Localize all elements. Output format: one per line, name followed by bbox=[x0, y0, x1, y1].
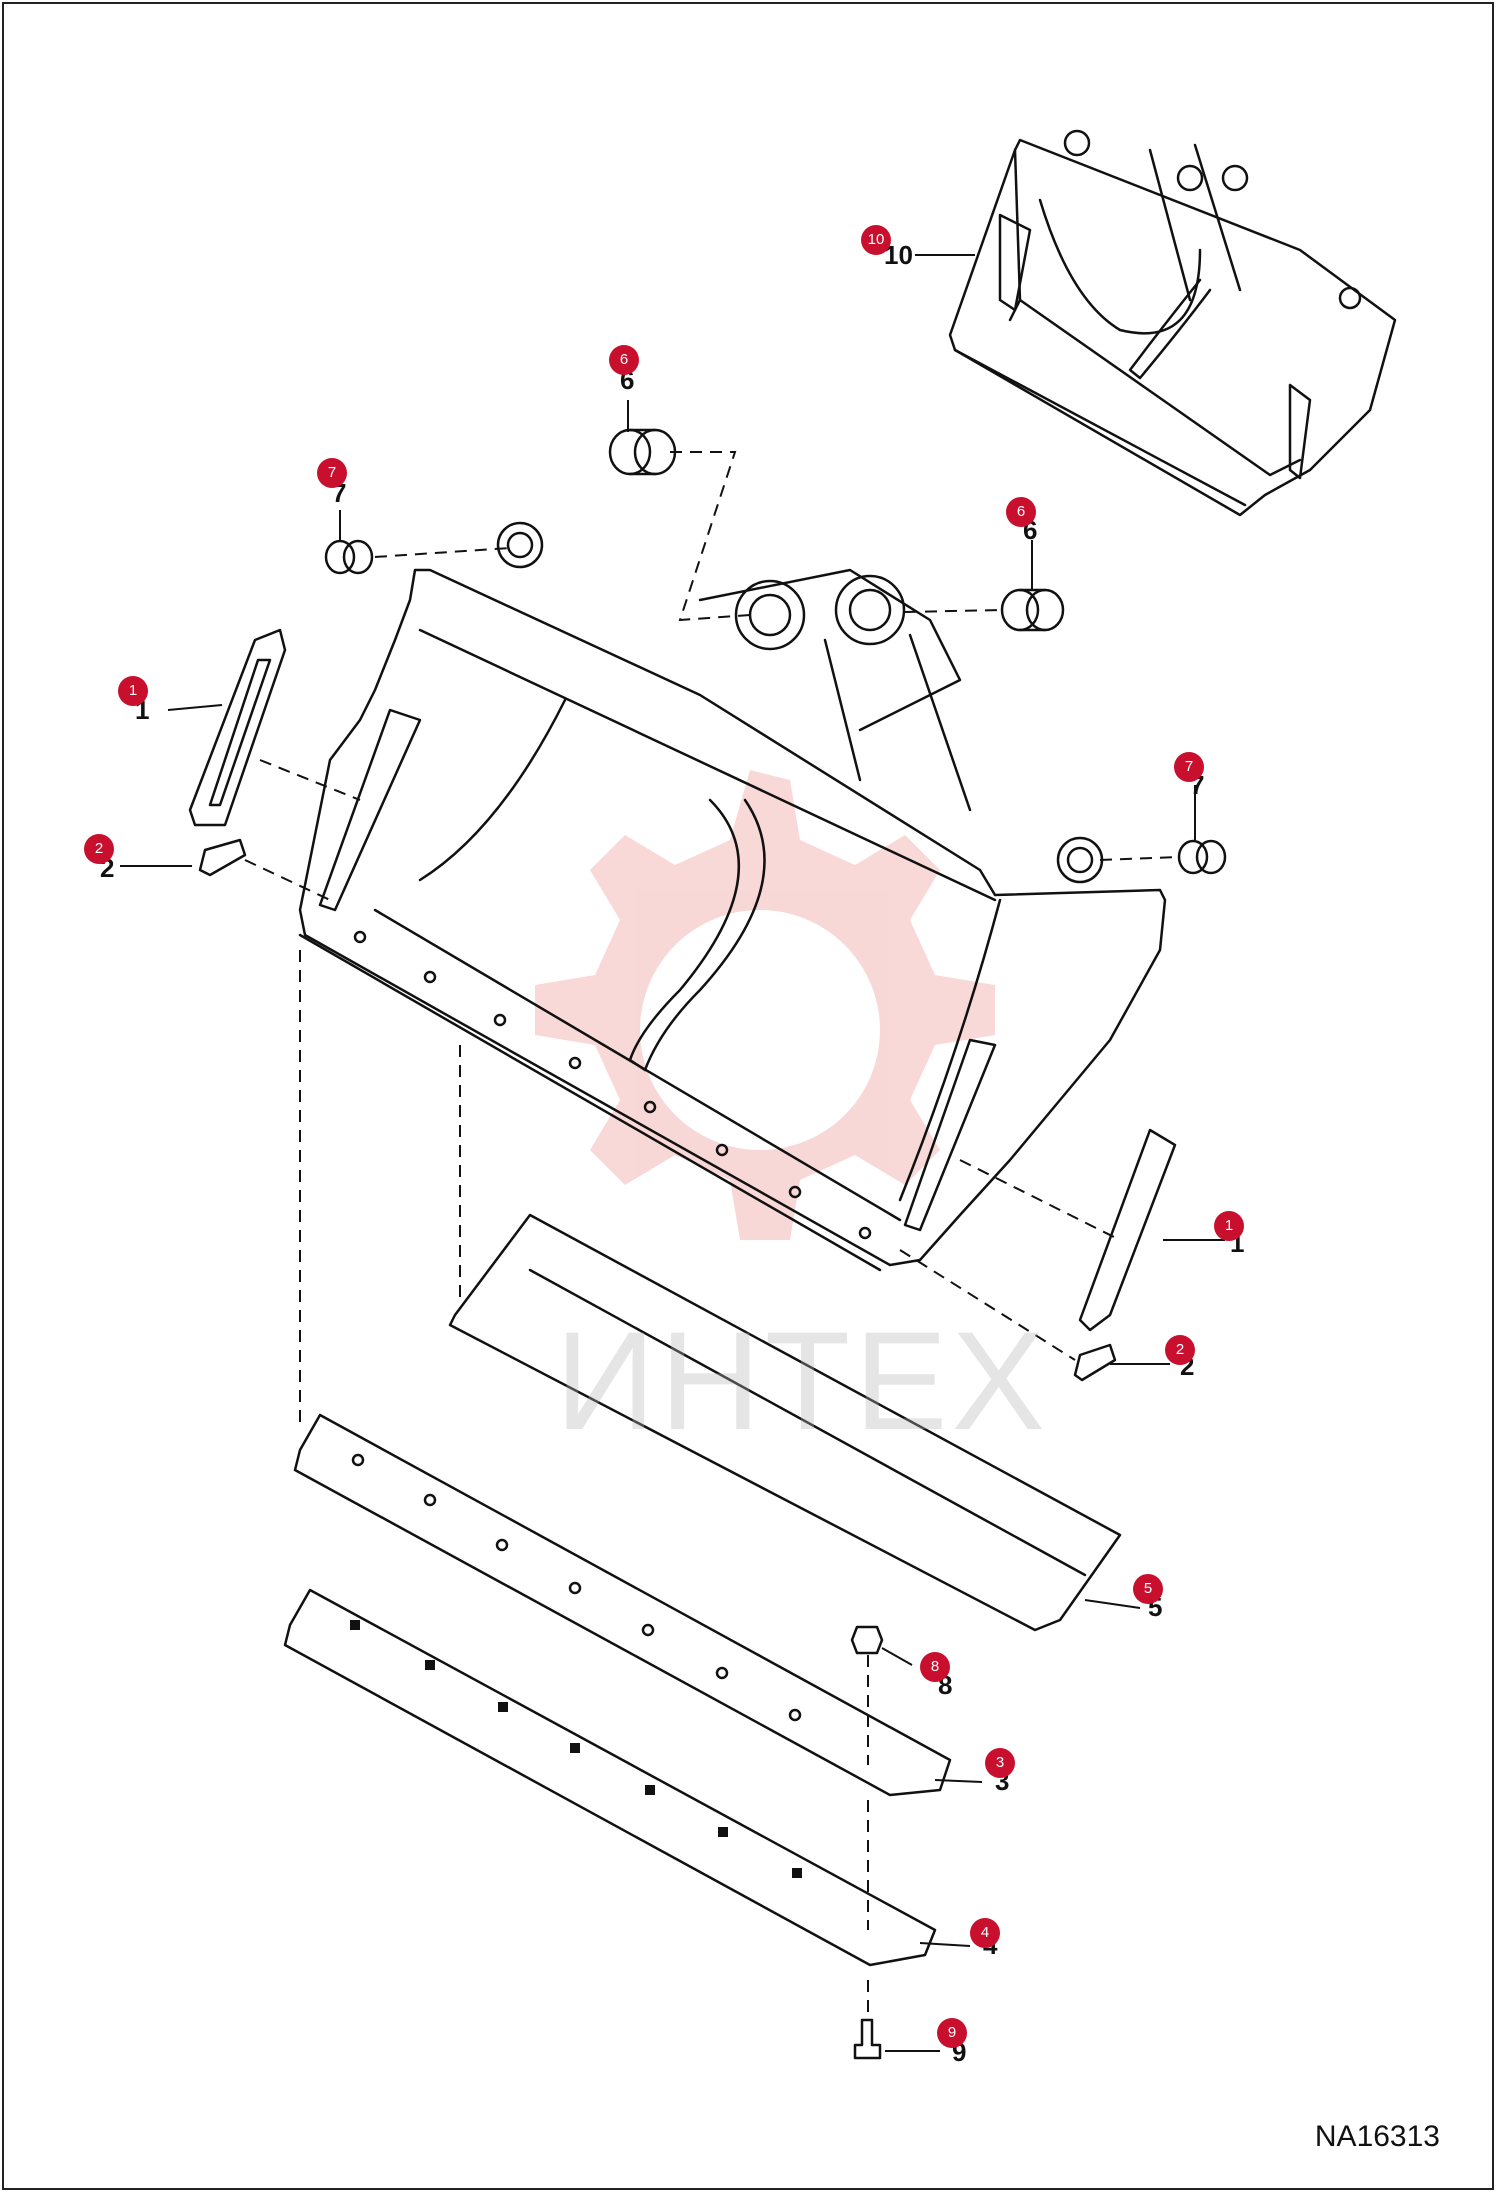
cutting-edge bbox=[283, 1588, 937, 1967]
watermark-text: ИНТЕХ bbox=[555, 1302, 1050, 1459]
callout-badge: 7 bbox=[317, 458, 347, 488]
callout-badge: 5 bbox=[1133, 1574, 1163, 1604]
callout-badge: 6 bbox=[1006, 497, 1036, 527]
bolt-on-edge bbox=[293, 1413, 952, 1797]
bucket-assembly-main bbox=[298, 521, 1167, 1272]
bushing-6-top bbox=[608, 428, 677, 476]
callout-badge: 2 bbox=[84, 834, 114, 864]
callout-badge: 10 bbox=[861, 225, 891, 255]
callout-badge: 2 bbox=[1165, 1335, 1195, 1365]
bucket-assembly-small bbox=[948, 129, 1397, 517]
callout-badge: 1 bbox=[118, 676, 148, 706]
callout-badge: 6 bbox=[609, 345, 639, 375]
bushing-6-right bbox=[1000, 588, 1065, 632]
bushing-7-left bbox=[324, 539, 374, 575]
side-cutter-left bbox=[188, 628, 287, 827]
assembly-lines bbox=[244, 451, 1179, 2015]
callout-badge: 9 bbox=[937, 2018, 967, 2048]
callout-badge: 8 bbox=[920, 1652, 950, 1682]
bolt bbox=[853, 2018, 882, 2060]
cutter-tip-right bbox=[1073, 1343, 1117, 1382]
wear-plate bbox=[448, 1213, 1122, 1632]
callout-badge: 4 bbox=[970, 1918, 1000, 1948]
cutter-tip-left bbox=[198, 838, 247, 877]
callout-badge: 3 bbox=[985, 1748, 1015, 1778]
nut bbox=[850, 1625, 884, 1655]
callout-badge: 1 bbox=[1214, 1211, 1244, 1241]
bushing-7-right bbox=[1177, 839, 1227, 875]
side-cutter-right bbox=[1078, 1128, 1177, 1332]
cutting-edge-holes bbox=[350, 1620, 802, 1878]
leader-lines bbox=[120, 254, 1225, 2052]
callout-badge: 7 bbox=[1174, 752, 1204, 782]
watermark-gear-icon bbox=[535, 770, 995, 1240]
drawing-code: NA16313 bbox=[1314, 2120, 1440, 2153]
